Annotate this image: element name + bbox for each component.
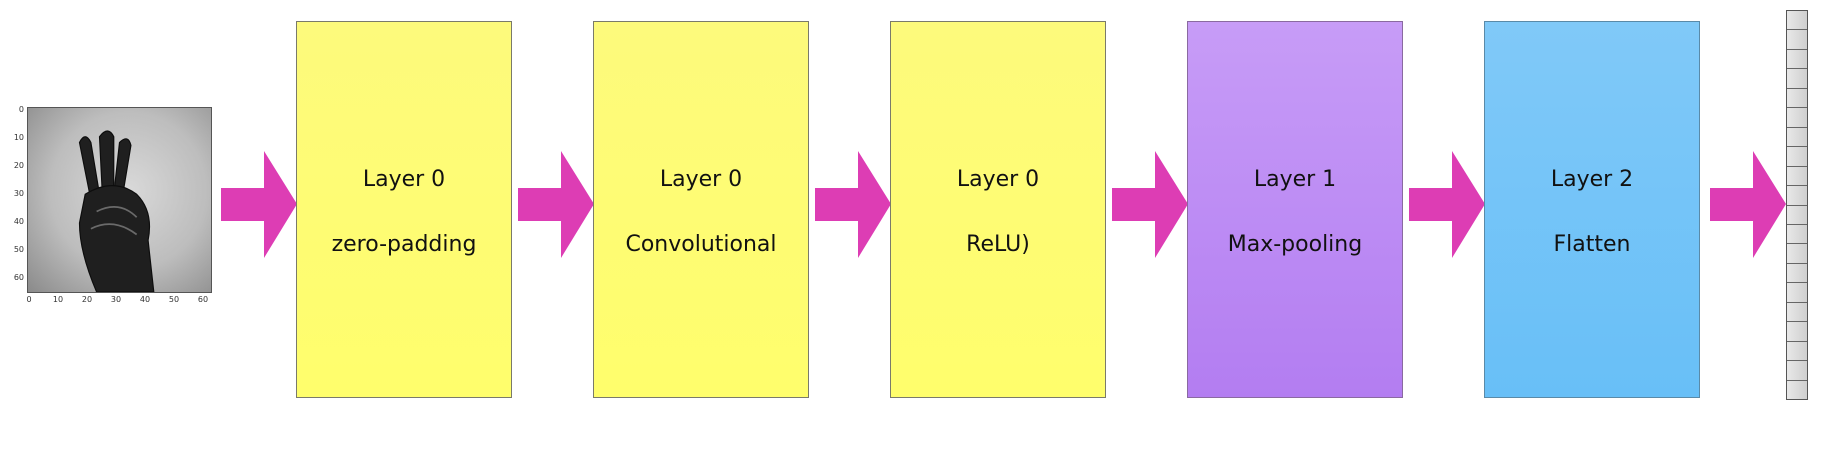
output-vector-cell xyxy=(1787,244,1807,264)
y-tick: 0 xyxy=(18,105,24,114)
output-vector-cell xyxy=(1787,49,1807,70)
output-vector-cell xyxy=(1787,69,1807,89)
x-tick: 20 xyxy=(81,295,93,304)
output-vector-cell xyxy=(1787,108,1807,128)
output-vector-cell xyxy=(1787,283,1807,303)
x-tick: 60 xyxy=(197,295,209,304)
output-vector-cell xyxy=(1787,224,1807,245)
output-vector-cell xyxy=(1787,127,1807,148)
y-tick: 20 xyxy=(13,161,24,170)
output-vector-cell xyxy=(1787,186,1807,206)
flow-arrow-icon xyxy=(1409,151,1485,258)
x-tick: 50 xyxy=(168,295,180,304)
output-vector-cell xyxy=(1787,341,1807,362)
layer-title: Layer 1 xyxy=(1253,167,1337,192)
y-tick: 10 xyxy=(13,133,24,142)
layer-title: Layer 0 xyxy=(362,167,446,192)
flow-arrow-icon xyxy=(518,151,594,258)
flattened-output-vector xyxy=(1786,10,1808,400)
output-vector-cell xyxy=(1787,11,1807,31)
output-vector-cell xyxy=(1787,205,1807,225)
flow-arrow-icon xyxy=(221,151,297,258)
output-vector-cell xyxy=(1787,322,1807,342)
output-vector-cell xyxy=(1787,380,1807,400)
output-vector-cell xyxy=(1787,147,1807,167)
layer-subtitle: ReLU) xyxy=(966,232,1030,257)
y-tick: 30 xyxy=(13,189,24,198)
x-tick: 0 xyxy=(26,295,32,304)
x-tick: 30 xyxy=(110,295,122,304)
layer-title: Layer 0 xyxy=(659,167,743,192)
output-vector-cell xyxy=(1787,263,1807,284)
y-tick: 40 xyxy=(13,217,24,226)
flow-arrow-icon xyxy=(1112,151,1188,258)
flow-arrow-icon xyxy=(1710,151,1786,258)
layer-box-convolutional: Layer 0 Convolutional xyxy=(593,21,809,398)
layer-subtitle: Max-pooling xyxy=(1227,232,1363,257)
y-tick: 60 xyxy=(13,273,24,282)
output-vector-cell xyxy=(1787,302,1807,323)
layer-box-flatten: Layer 2 Flatten xyxy=(1484,21,1700,398)
layer-box-max-pooling: Layer 1 Max-pooling xyxy=(1187,21,1403,398)
output-vector-cell xyxy=(1787,30,1807,50)
x-tick: 40 xyxy=(139,295,151,304)
layer-subtitle: Flatten xyxy=(1553,232,1631,257)
output-vector-cell xyxy=(1787,361,1807,381)
output-vector-cell xyxy=(1787,166,1807,187)
layer-title: Layer 0 xyxy=(956,167,1040,192)
flow-arrow-icon xyxy=(815,151,891,258)
layer-title: Layer 2 xyxy=(1550,167,1634,192)
layer-subtitle: zero-padding xyxy=(331,232,477,257)
layer-box-relu: Layer 0 ReLU) xyxy=(890,21,1106,398)
x-tick: 10 xyxy=(52,295,64,304)
layer-box-zero-padding: Layer 0 zero-padding xyxy=(296,21,512,398)
layer-subtitle: Convolutional xyxy=(625,232,777,257)
y-tick: 50 xyxy=(13,245,24,254)
output-vector-cell xyxy=(1787,88,1807,109)
input-image-panel: 0 10 20 30 40 50 60 0 10 20 30 40 50 60 xyxy=(10,102,215,304)
hand-sign-image xyxy=(27,107,212,293)
